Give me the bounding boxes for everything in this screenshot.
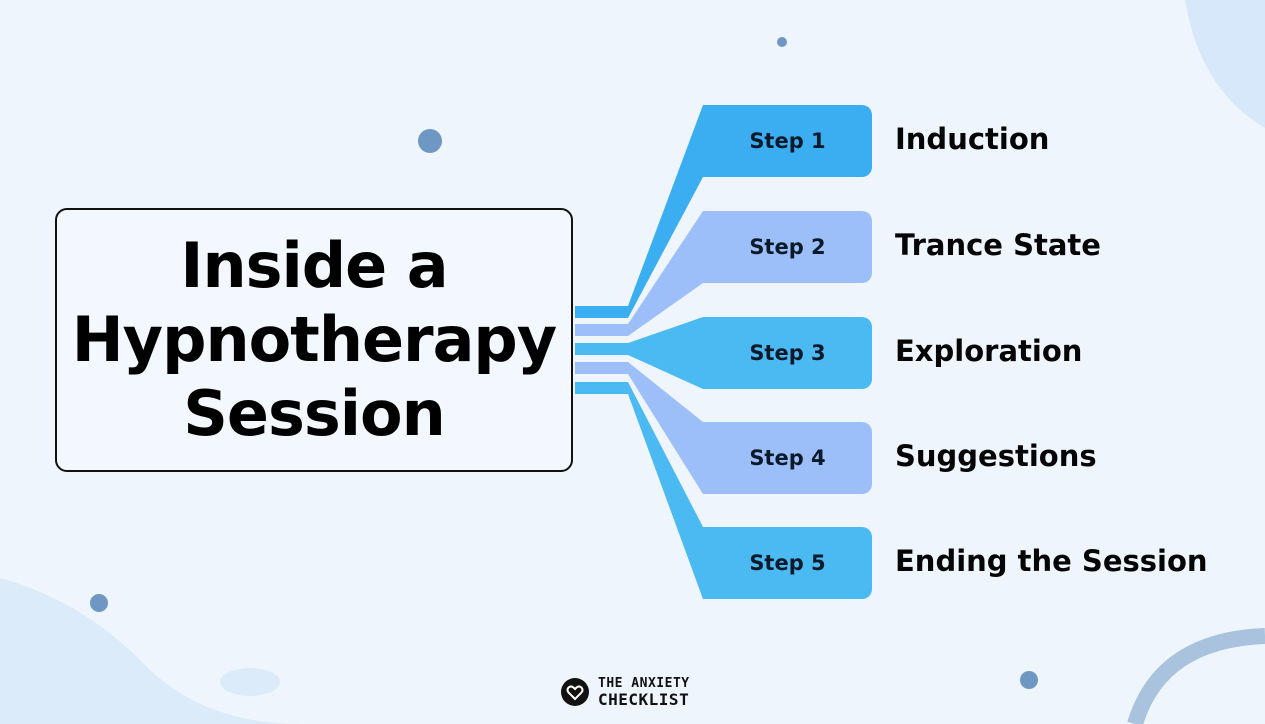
connector-step-2 [575,211,703,336]
connector-step-1 [575,105,703,318]
step-box-5: Step 5 [703,527,872,599]
small-blob-bottom [220,668,280,696]
step-label-induction: Induction [895,122,1050,156]
decor-dot [90,594,108,612]
decor-dot [777,37,787,47]
step-number: Step 1 [749,129,826,153]
diagram-title: Inside a Hypnotherapy Session [71,229,557,451]
step-number: Step 5 [749,551,826,575]
step-box-3: Step 3 [703,317,872,389]
step-number: Step 3 [749,341,826,365]
step-number: Step 2 [749,235,826,259]
brand-logo: THE ANXIETY CHECKLIST [560,676,690,708]
step-number: Step 4 [749,446,826,470]
heart-icon [561,678,589,706]
title-line: Session [183,377,446,450]
title-line: Inside a [180,229,448,302]
step-box-2: Step 2 [703,211,872,283]
corner-blob-top-right [1185,0,1265,128]
corner-arc-bottom-right [1127,628,1265,724]
step-box-4: Step 4 [703,422,872,494]
decor-dot [418,129,442,153]
step-box-1: Step 1 [703,105,872,177]
brand-line-2: CHECKLIST [598,690,690,709]
brand-line-1: THE ANXIETY [598,676,690,691]
step-label-ending: Ending the Session [895,544,1208,578]
step-label-suggestions: Suggestions [895,439,1097,473]
step-label-trance-state: Trance State [895,228,1101,262]
decor-dot [1020,671,1038,689]
connector-step-3 [575,317,703,389]
title-box: Inside a Hypnotherapy Session [55,208,573,472]
step-label-exploration: Exploration [895,334,1083,368]
connector-step-4 [575,362,703,494]
corner-blob-bottom-left [0,578,300,724]
title-line: Hypnotherapy [71,303,557,376]
connector-step-5 [575,382,703,599]
